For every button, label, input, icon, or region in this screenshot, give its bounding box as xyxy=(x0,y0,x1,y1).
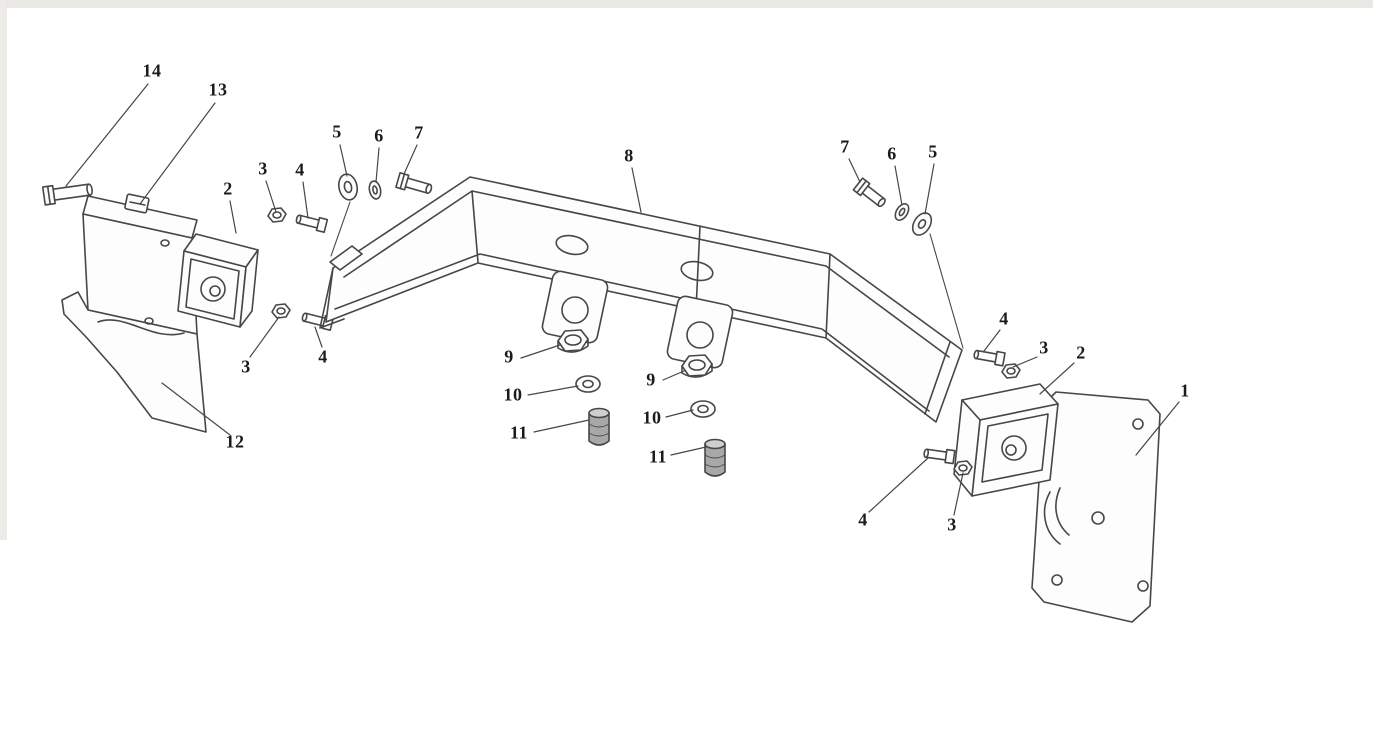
nut-part-9-b xyxy=(681,354,713,378)
washer-part-6-left xyxy=(368,180,382,200)
left-bracket-part-12 xyxy=(61,195,207,433)
leader-line-9 xyxy=(662,370,685,381)
bushing-part-11-a xyxy=(588,407,610,446)
leader-line-11 xyxy=(670,446,707,456)
leader-line-3 xyxy=(953,472,964,516)
leader-line-5 xyxy=(924,163,935,215)
leader-line-9 xyxy=(520,344,561,359)
bolt-part-4-right-bottom xyxy=(923,448,956,465)
bolt-part-7-left xyxy=(395,171,433,195)
washer-part-6-right xyxy=(894,203,910,221)
nut-part-3-right-bottom xyxy=(953,460,973,476)
leader-line-3 xyxy=(265,180,277,213)
leader-line-13 xyxy=(139,102,216,205)
leader-line-6 xyxy=(375,147,380,183)
leader-line-14 xyxy=(65,83,149,187)
bolt-part-4-left-top xyxy=(295,214,329,234)
leader-line-10 xyxy=(665,409,694,418)
leader-line-3 xyxy=(1012,356,1038,368)
leader-line-10 xyxy=(527,385,579,396)
bushing-part-11-b xyxy=(704,438,726,477)
left-mount-part-2 xyxy=(177,233,259,328)
leader-line-2 xyxy=(1039,362,1075,395)
leader-line-4 xyxy=(302,181,309,219)
leader-line-11 xyxy=(533,419,590,433)
leader-line-4 xyxy=(314,326,323,348)
nut-part-3-left-top xyxy=(267,207,287,223)
leader-line-8 xyxy=(631,167,642,213)
bolt-part-7-right xyxy=(852,177,886,208)
leader-line-4 xyxy=(868,457,929,513)
scan-edge-left xyxy=(0,0,7,540)
crossmember-part-8 xyxy=(319,176,963,423)
washer-part-10-a xyxy=(575,375,601,393)
leader-line-4 xyxy=(983,329,1001,352)
nut-part-3-right-top xyxy=(1001,363,1021,379)
nut-part-3-left-bottom xyxy=(271,303,291,319)
leader-line-5 xyxy=(339,144,348,177)
washer-part-5-right xyxy=(911,212,933,236)
washer-part-5-left xyxy=(337,173,359,201)
bolt-part-14 xyxy=(41,183,93,206)
leader-lines xyxy=(65,83,1180,516)
beam-mount-plates xyxy=(541,270,734,369)
leader-line-7 xyxy=(403,144,418,175)
leader-line-12 xyxy=(161,382,231,436)
nut-part-9-a xyxy=(557,329,589,353)
leader-line-6 xyxy=(894,165,903,206)
leader-line-3 xyxy=(249,316,280,358)
washer-part-10-b xyxy=(690,400,716,418)
leader-line-1 xyxy=(1135,401,1180,456)
scan-edge-top xyxy=(0,0,1373,8)
assembly-axis-left xyxy=(330,201,351,257)
leader-line-7 xyxy=(848,158,861,183)
clip-part-13 xyxy=(124,193,150,214)
bolt-part-4-right-top xyxy=(973,349,1006,367)
assembly-axis-right xyxy=(929,233,964,349)
right-mount-part-2 xyxy=(953,383,1059,497)
leader-line-2 xyxy=(229,200,237,234)
